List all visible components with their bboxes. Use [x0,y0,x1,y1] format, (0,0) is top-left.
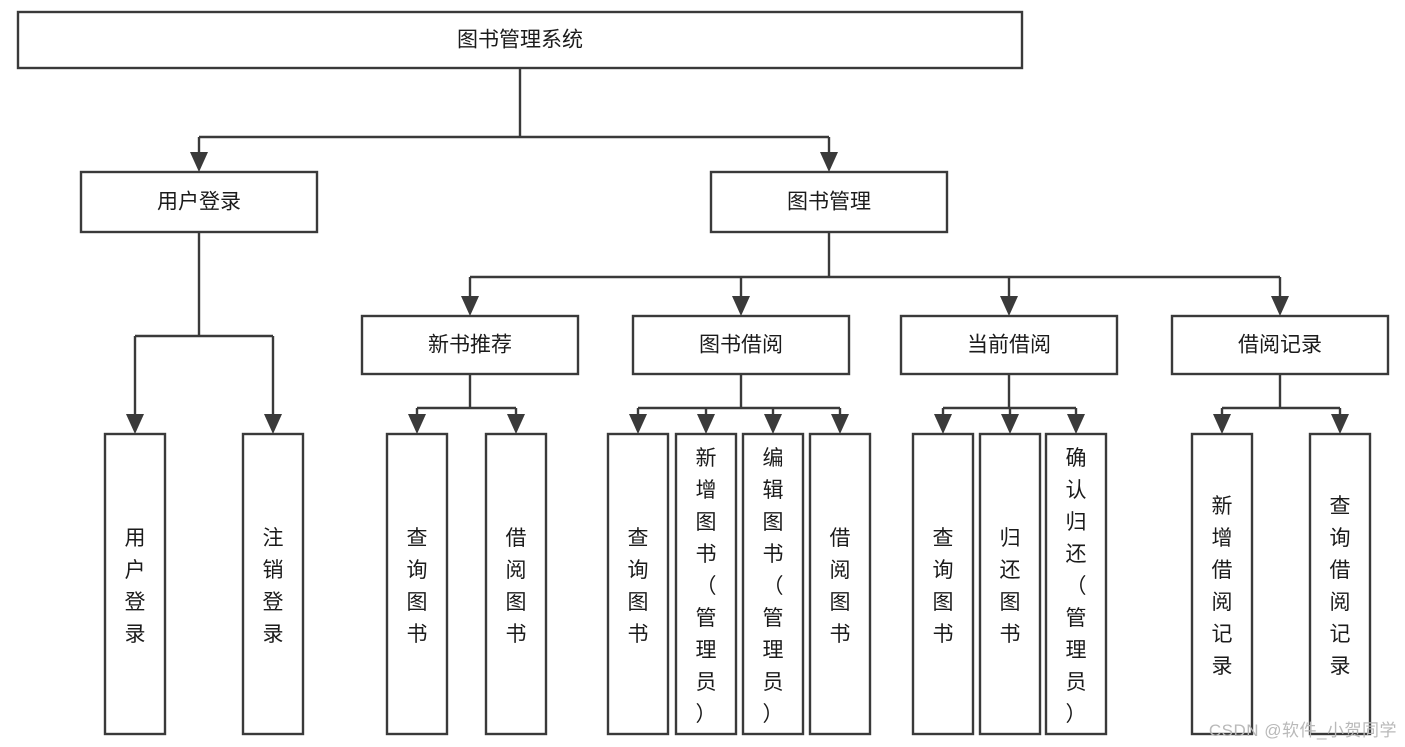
level2-node-label-0: 用户登录 [157,191,241,214]
leaf-node-label-10: 确认归还（管理员） [1066,447,1087,726]
level3-node-box-3[interactable] [1170,314,1390,376]
level3-node-3[interactable]: 借阅记录 [1170,314,1390,376]
arrow-head-icon [1213,414,1231,434]
arrow-head-icon [629,414,647,434]
node-layer: 图书管理系统用户登录图书管理新书推荐图书借阅当前借阅借阅记录用户登录注销登录查询… [16,10,1390,736]
leaf-node-6[interactable]: 编辑图书（管理员） [741,432,805,736]
leaf-node-9[interactable]: 归还图书 [978,432,1042,736]
leaf-node-5[interactable]: 新增图书（管理员） [674,432,738,736]
arrow-head-icon [831,414,849,434]
arrow-head-icon [732,296,750,316]
level3-node-label-1: 图书借阅 [699,334,783,357]
leaf-node-label-0: 用户登录 [125,527,146,646]
leaf-node-3[interactable]: 借阅图书 [484,432,548,736]
leaf-node-label-1: 注销登录 [263,527,284,646]
leaf-node-8[interactable]: 查询图书 [911,432,975,736]
leaf-node-2[interactable]: 查询图书 [385,432,449,736]
leaf-node-box-4[interactable] [606,432,670,736]
level3-node-label-3: 借阅记录 [1238,334,1322,357]
leaf-node-box-12[interactable] [1308,432,1372,736]
leaf-node-10[interactable]: 确认归还（管理员） [1044,432,1108,736]
arrow-head-icon [697,414,715,434]
arrow-head-icon [1001,414,1019,434]
leaf-node-7[interactable]: 借阅图书 [808,432,872,736]
root-node-box-0[interactable] [16,10,1024,70]
leaf-node-label-12: 查询借阅记录 [1330,495,1351,678]
root-node-0[interactable]: 图书管理系统 [16,10,1024,70]
leaf-node-label-11: 新增借阅记录 [1212,495,1233,678]
arrow-head-icon [820,152,838,172]
arrow-head-icon [1271,296,1289,316]
leaf-node-box-8[interactable] [911,432,975,736]
level2-node-0[interactable]: 用户登录 [79,170,319,234]
leaf-node-box-3[interactable] [484,432,548,736]
leaf-node-label-6: 编辑图书（管理员） [763,447,784,726]
leaf-node-box-2[interactable] [385,432,449,736]
level2-node-box-0[interactable] [79,170,319,234]
level2-node-box-1[interactable] [709,170,949,234]
leaf-node-label-2: 查询图书 [407,527,428,646]
level3-node-1[interactable]: 图书借阅 [631,314,851,376]
arrow-head-icon [1000,296,1018,316]
leaf-node-label-8: 查询图书 [933,527,954,646]
level2-node-label-1: 图书管理 [787,191,871,214]
arrow-head-icon [934,414,952,434]
arrow-head-icon [764,414,782,434]
level3-node-box-1[interactable] [631,314,851,376]
arrow-head-icon [264,414,282,434]
leaf-node-box-5[interactable] [674,432,738,736]
leaf-node-box-10[interactable] [1044,432,1108,736]
arrow-head-icon [1331,414,1349,434]
level3-node-0[interactable]: 新书推荐 [360,314,580,376]
leaf-node-label-3: 借阅图书 [506,527,527,646]
leaf-node-box-1[interactable] [241,432,305,736]
leaf-node-11[interactable]: 新增借阅记录 [1190,432,1254,736]
arrow-head-icon [507,414,525,434]
level3-node-label-2: 当前借阅 [967,334,1051,357]
leaf-node-box-11[interactable] [1190,432,1254,736]
arrow-head-icon [190,152,208,172]
leaf-node-box-0[interactable] [103,432,167,736]
arrow-head-icon [408,414,426,434]
leaf-node-12[interactable]: 查询借阅记录 [1308,432,1372,736]
leaf-node-label-5: 新增图书（管理员） [696,447,717,726]
leaf-node-label-4: 查询图书 [628,527,649,646]
level2-node-1[interactable]: 图书管理 [709,170,949,234]
level3-node-2[interactable]: 当前借阅 [899,314,1119,376]
leaf-node-label-7: 借阅图书 [830,527,851,646]
arrow-head-icon [461,296,479,316]
leaf-node-box-6[interactable] [741,432,805,736]
level3-node-label-0: 新书推荐 [428,334,512,357]
leaf-node-0[interactable]: 用户登录 [103,432,167,736]
leaf-node-box-9[interactable] [978,432,1042,736]
root-node-label-0: 图书管理系统 [457,29,583,52]
level3-node-box-2[interactable] [899,314,1119,376]
arrow-head-icon [126,414,144,434]
leaf-node-4[interactable]: 查询图书 [606,432,670,736]
level3-node-box-0[interactable] [360,314,580,376]
connector-layer [126,68,1349,434]
leaf-node-label-9: 归还图书 [1000,527,1021,646]
leaf-node-1[interactable]: 注销登录 [241,432,305,736]
arrow-head-icon [1067,414,1085,434]
leaf-node-box-7[interactable] [808,432,872,736]
